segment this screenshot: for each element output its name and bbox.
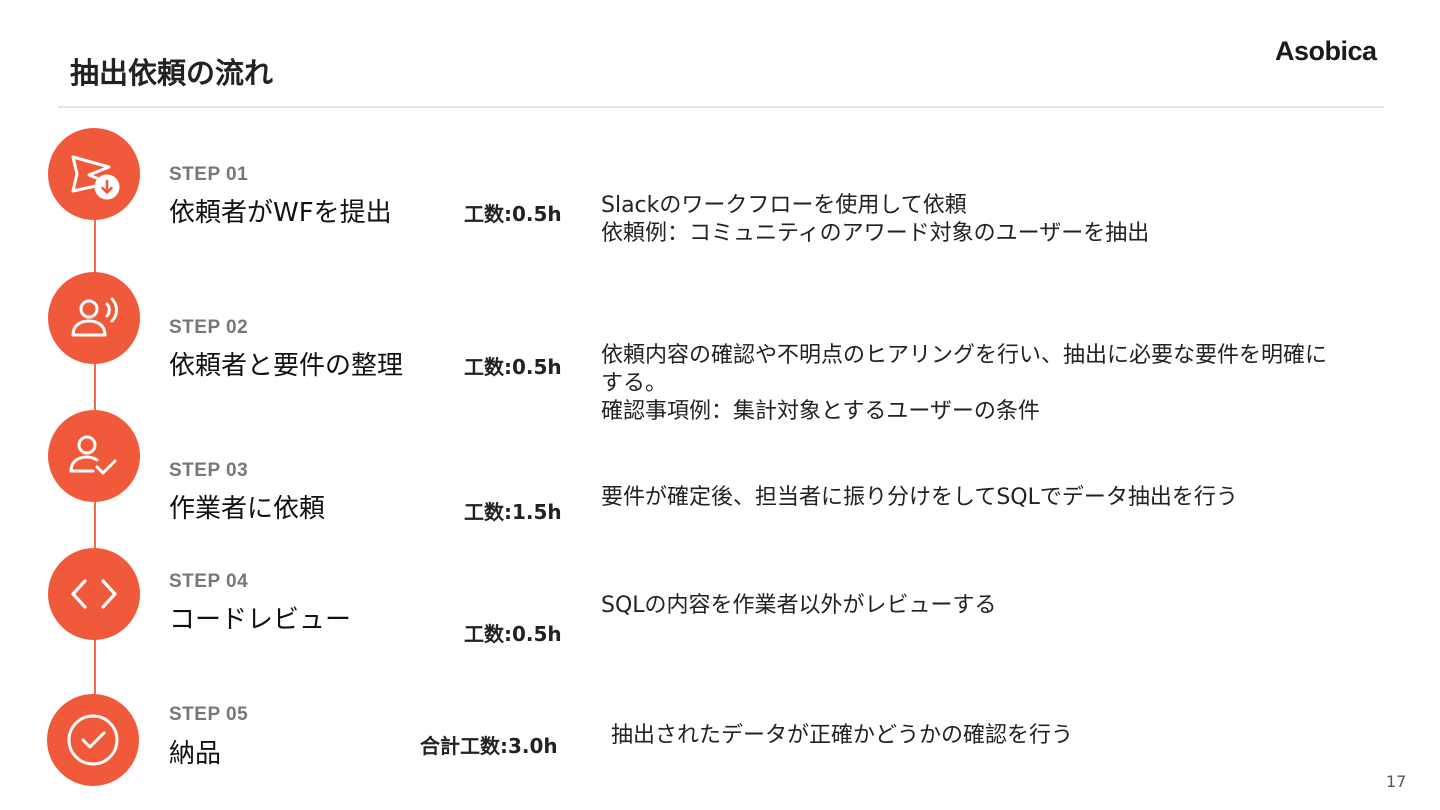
step-4-icon-circle: [48, 548, 140, 640]
step-5-description: 抽出されたデータが正確かどうかの確認を行う: [611, 722, 1411, 750]
step-3-title: 作業者に依頼: [169, 494, 326, 524]
step-1-effort: 工数:0.5h: [464, 202, 562, 226]
step-2-desc-line: する。: [601, 371, 668, 396]
step-4-description: SQLの内容を作業者以外がレビューする: [601, 592, 1401, 620]
step-5-effort: 合計工数:3.0h: [420, 734, 558, 758]
step-3-label: STEP 03: [169, 460, 249, 481]
step-5-icon-circle: [47, 694, 139, 786]
step-1-icon-circle: [48, 128, 140, 220]
step-2-title: 依頼者と要件の整理: [169, 351, 404, 381]
person-check-icon: [69, 435, 117, 475]
check-circle-icon: [67, 714, 119, 766]
step-2-effort: 工数:0.5h: [464, 355, 562, 379]
person-speaking-icon: [71, 297, 118, 337]
step-4-label: STEP 04: [169, 571, 249, 592]
step-1-desc-line: 依頼例：コミュニティのアワード対象のユーザーを抽出: [601, 221, 1150, 246]
step-1-label: STEP 01: [169, 164, 249, 185]
page-number: 17: [1386, 772, 1407, 791]
step-1-desc-line: Slackのワークフローを使用して依頼: [601, 193, 967, 218]
step-4-title: コードレビュー: [169, 605, 352, 635]
step-2-label: STEP 02: [169, 317, 249, 338]
step-3-desc-line: 要件が確定後、担当者に振り分けをしてSQLでデータ抽出を行う: [601, 485, 1238, 510]
step-3-effort: 工数:1.5h: [464, 500, 562, 524]
step-1-title: 依頼者がWFを提出: [169, 198, 392, 228]
code-brackets-icon: [71, 579, 117, 609]
step-3-description: 要件が確定後、担当者に振り分けをしてSQLでデータ抽出を行う: [601, 484, 1401, 512]
step-4-effort: 工数:0.5h: [464, 622, 562, 646]
title-divider: [58, 106, 1384, 108]
slide-title: 抽出依頼の流れ: [70, 56, 274, 90]
step-5-label: STEP 05: [169, 704, 249, 725]
step-2-desc-line: 確認事項例：集計対象とするユーザーの条件: [601, 399, 1040, 424]
step-2-icon-circle: [48, 272, 140, 364]
step-1-description: Slackのワークフローを使用して依頼 依頼例：コミュニティのアワード対象のユー…: [601, 192, 1401, 248]
logo: Asobica: [1275, 36, 1377, 66]
step-5-desc-line: 抽出されたデータが正確かどうかの確認を行う: [611, 723, 1074, 748]
step-2-description: 依頼内容の確認や不明点のヒアリングを行い、抽出に必要な要件を明確に する。 確認…: [601, 342, 1401, 426]
step-3-icon-circle: [48, 410, 140, 502]
step-5-title: 納品: [169, 739, 222, 769]
step-2-desc-line: 依頼内容の確認や不明点のヒアリングを行い、抽出に必要な要件を明確に: [601, 343, 1328, 368]
send-download-icon: [71, 155, 120, 200]
step-4-desc-line: SQLの内容を作業者以外がレビューする: [601, 593, 997, 618]
